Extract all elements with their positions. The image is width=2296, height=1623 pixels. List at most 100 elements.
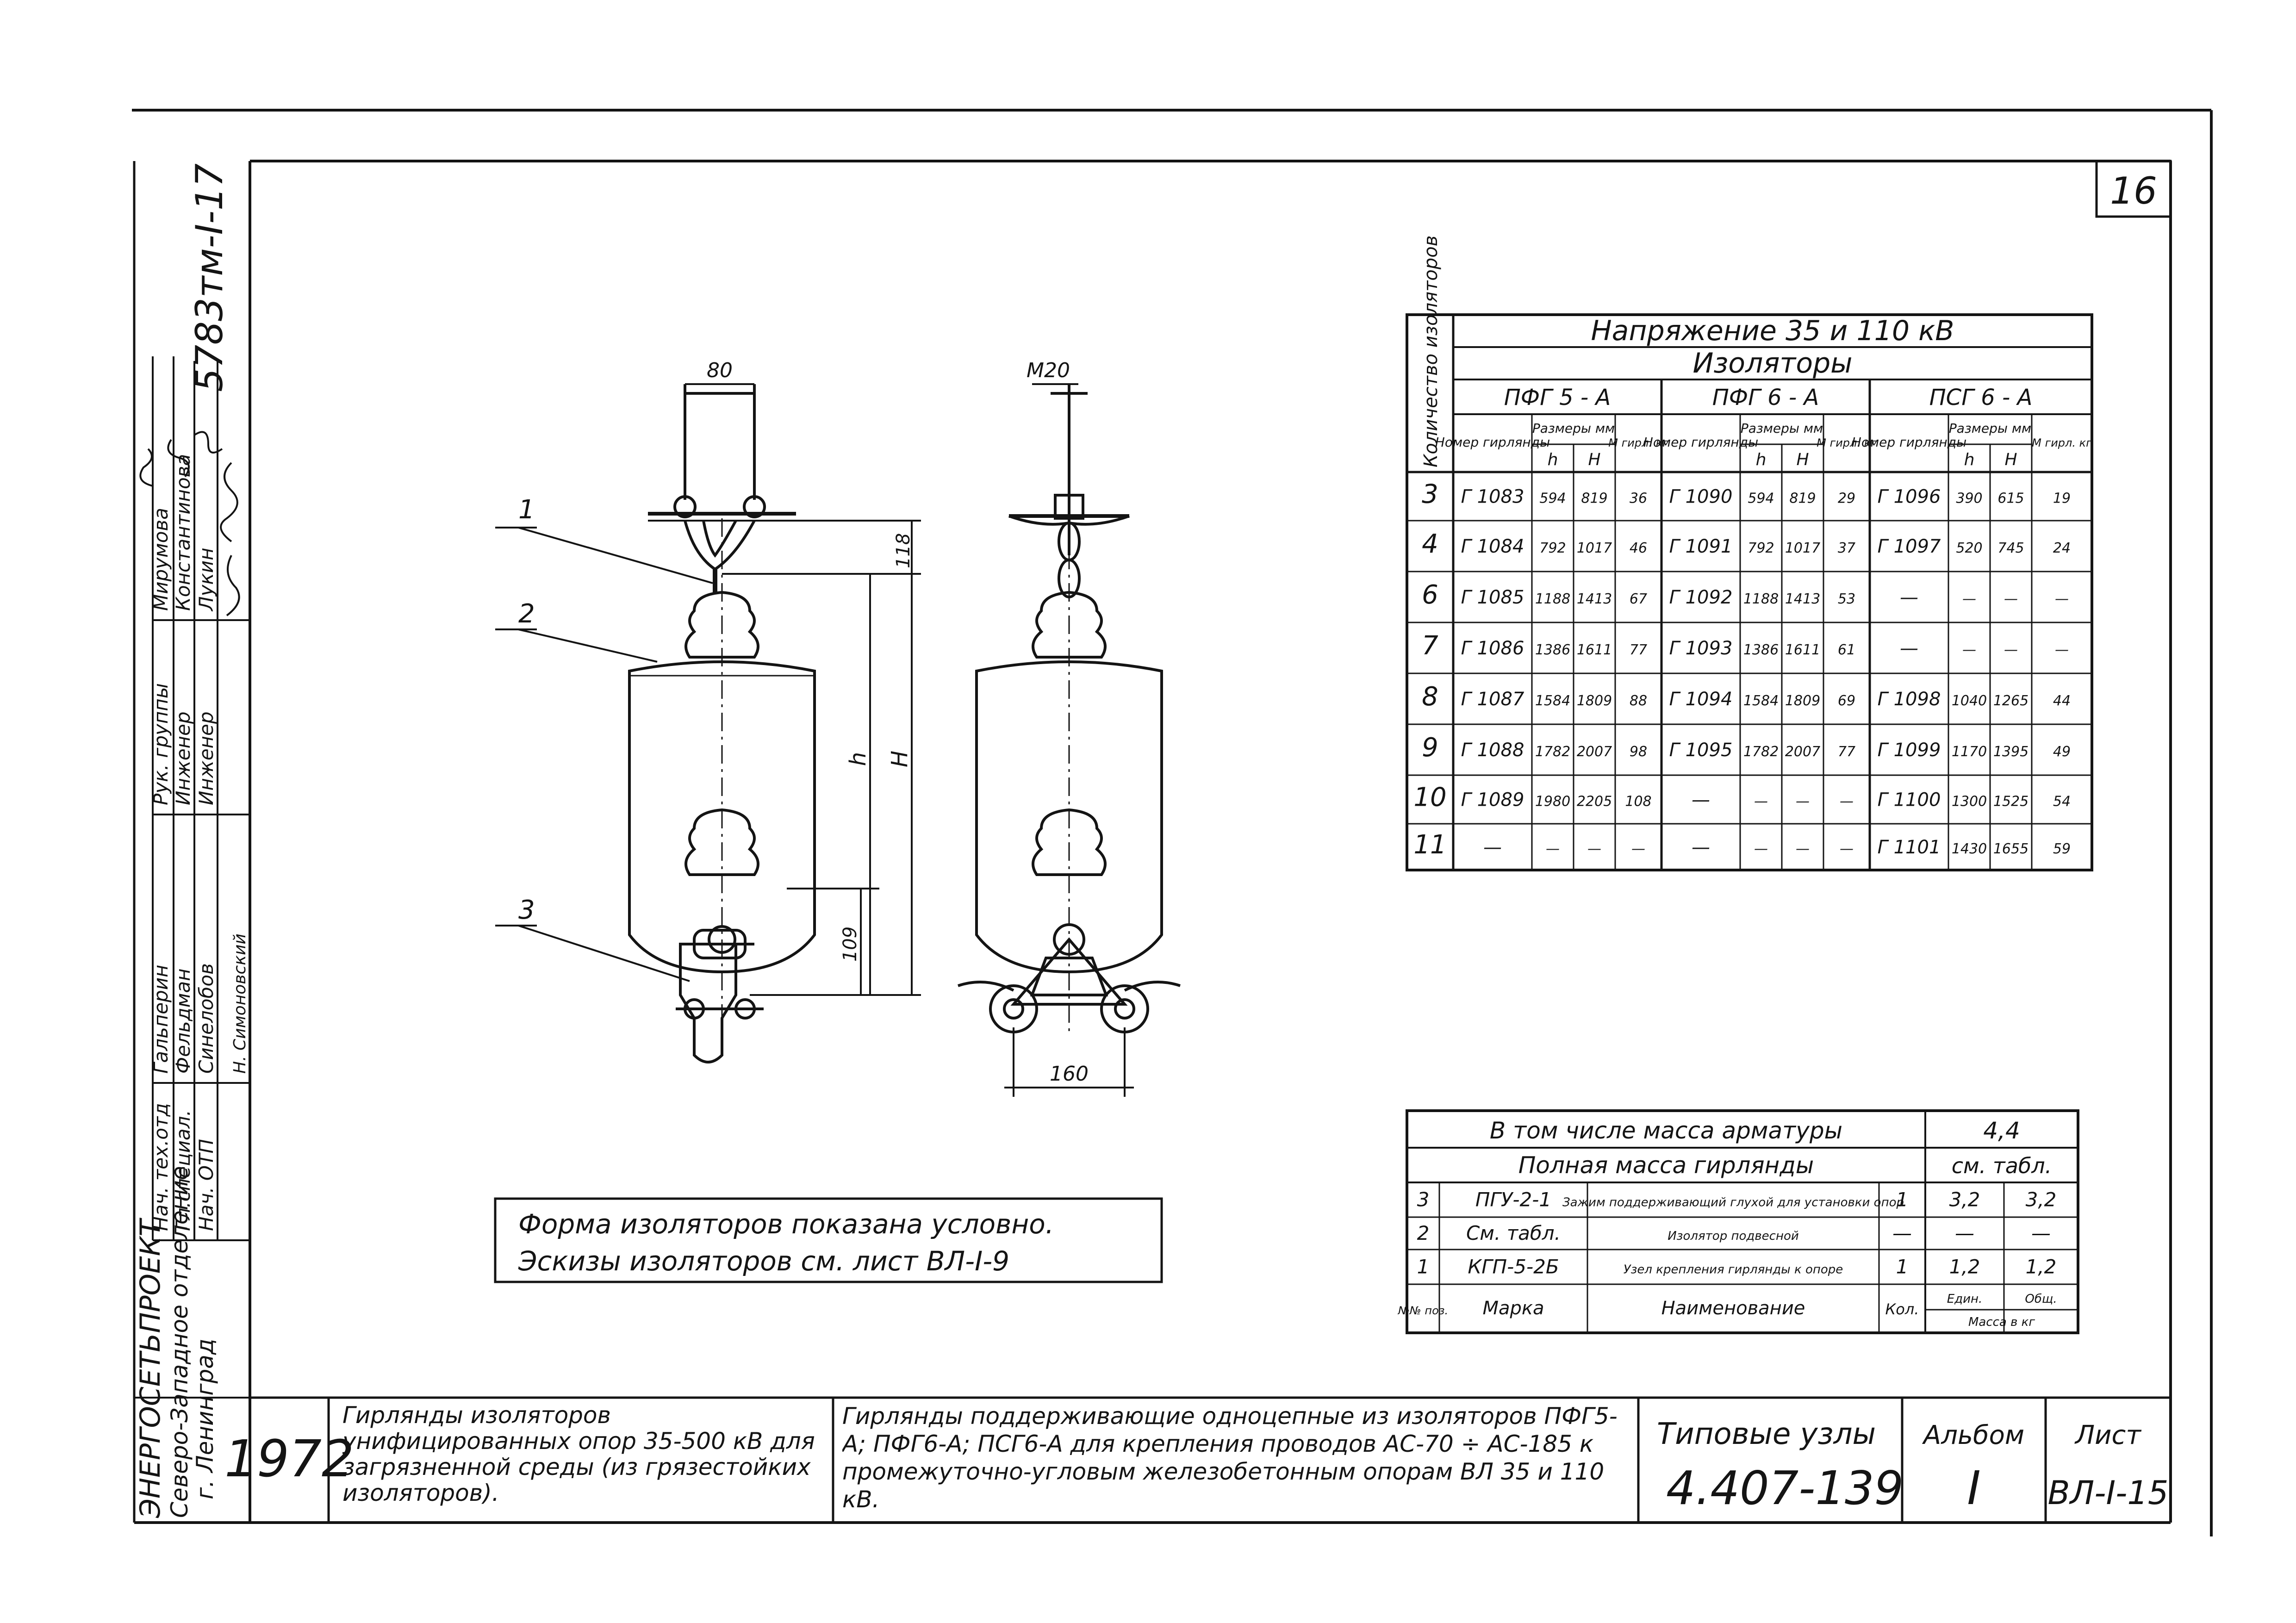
side-stamp-role: Инженер	[195, 711, 218, 805]
spec-cell: Зажим поддерживающий глухой для установк…	[1562, 1196, 1904, 1210]
insulator-string-side-view	[958, 384, 1181, 1033]
main-table-grid	[1406, 313, 2093, 871]
table-cell: 2007	[1577, 744, 1612, 760]
table-cell: 819	[1581, 491, 1607, 507]
sheet-value: ВЛ-I-15	[2048, 1474, 2169, 1512]
position-label-3: 3	[518, 895, 535, 925]
table-cell: 1980	[1535, 794, 1570, 810]
table-cell: 594	[1748, 491, 1774, 507]
table-cell: —	[2004, 642, 2018, 658]
table-cell: 77	[1630, 642, 1647, 658]
dim-m20: М20	[1027, 359, 1070, 382]
album-value: I	[1967, 1461, 1981, 1515]
insulator-string-front-view	[628, 384, 816, 1063]
table-cell: 44	[2053, 693, 2071, 709]
table-cell: —	[1840, 841, 1854, 857]
spec-cell: —	[1955, 1222, 1974, 1244]
insulator-count-cell: 6	[1422, 580, 1438, 610]
table-cell: Г 1085	[1461, 587, 1524, 608]
spec-header-mark: Марка	[1482, 1298, 1544, 1319]
col-h: h	[1964, 450, 1975, 469]
org-name: ЭНЕРГОСЕТЬПРОЕКТ	[134, 1218, 167, 1518]
table-cell: 792	[1748, 540, 1774, 556]
spec-header-mass-in-kg: Масса в кг	[1968, 1315, 2035, 1329]
table-cell: 1017	[1785, 540, 1820, 556]
table-cell: 1395	[1993, 744, 2028, 760]
title-block-frame	[250, 1396, 2171, 1523]
table-cell: —	[1587, 841, 1601, 857]
table-cell: 2205	[1577, 794, 1612, 810]
front-dimensions	[495, 383, 921, 996]
table-cell: —	[1796, 841, 1810, 857]
table-cell: Г 1088	[1461, 740, 1524, 761]
series-label: Типовые узлы	[1657, 1417, 1876, 1451]
group-header: ПФГ 6 - А	[1712, 385, 1819, 410]
fitting-mass-label: В том числе масса арматуры	[1490, 1117, 1842, 1144]
spec-cell: Узел крепления гирлянды к опоре	[1624, 1263, 1843, 1277]
dim-109: 109	[840, 927, 861, 962]
table-cell: 1782	[1743, 744, 1779, 760]
sheet-label: Лист	[2074, 1420, 2141, 1450]
spec-cell: 1	[1896, 1256, 1909, 1278]
table-cell: —	[1692, 790, 1710, 811]
table-subtitle: Изоляторы	[1692, 347, 1852, 379]
side-stamp-frame	[134, 356, 250, 1399]
dim-80: 80	[707, 359, 733, 382]
table-cell: Г 1087	[1461, 689, 1524, 710]
table-cell: Г 1096	[1878, 486, 1941, 508]
table-cell: 61	[1838, 642, 1855, 658]
total-mass-value: см. табл.	[1952, 1153, 2052, 1178]
table-cell: —	[1483, 837, 1502, 858]
dim-160: 160	[1050, 1062, 1089, 1086]
table-cell: Г 1089	[1461, 790, 1524, 811]
spec-table-headers: №№ поз. Марка Наименование Кол. Един. Об…	[1397, 1292, 2057, 1329]
table-column-headers: Номер гирлянды Размеры мм h H М гирл. кг…	[1435, 421, 2092, 469]
spec-cell: 3	[1417, 1188, 1430, 1211]
insulator-count-cell: 7	[1422, 631, 1438, 661]
table-cell: Г 1098	[1878, 689, 1941, 710]
table-cell: 69	[1838, 693, 1855, 709]
spec-cell: ПГУ-2-1	[1475, 1188, 1551, 1211]
org-city: г. Ленинград	[192, 1338, 218, 1499]
table-cell: 1809	[1577, 693, 1612, 709]
note-line-1: Форма изоляторов показана условно.	[518, 1208, 1054, 1240]
table-cell: —	[1900, 587, 1918, 608]
side-stamp-initial: Н. Симоновский	[230, 933, 249, 1074]
table-cell: 594	[1539, 491, 1566, 507]
spec-header-qty: Кол.	[1885, 1300, 1919, 1318]
album-label: Альбом	[1922, 1420, 2024, 1450]
col-number: Номер гирлянды	[1435, 435, 1550, 450]
table-cell: 1040	[1952, 693, 1987, 709]
table-cell: Г 1083	[1461, 486, 1524, 508]
table-cell: 2007	[1785, 744, 1820, 760]
table-cell: 1170	[1952, 744, 1987, 760]
spec-table-grid	[1406, 1109, 2079, 1334]
table-cell: 1300	[1952, 794, 1987, 810]
table-cell: —	[1796, 794, 1810, 810]
table-cell: 24	[2053, 540, 2071, 556]
table-cell: 1525	[1993, 794, 2028, 810]
total-mass-label: Полная масса гирлянды	[1518, 1152, 1814, 1179]
side-stamp-role: Нач. тех.отд	[149, 1103, 172, 1231]
table-cell: 1413	[1785, 591, 1820, 607]
dim-118: 118	[893, 533, 914, 568]
signature-scribbles	[139, 431, 240, 616]
table-cell: —	[1754, 794, 1768, 810]
table-cell: 1430	[1952, 841, 1987, 857]
table-cell: 36	[1630, 491, 1647, 507]
table-cell: 792	[1539, 540, 1566, 556]
table-cell: 1413	[1577, 591, 1612, 607]
table-cell: —	[2055, 591, 2069, 607]
col-mass: М гирл. кг	[2032, 436, 2092, 449]
group-header: ПФГ 5 - А	[1504, 385, 1611, 410]
spec-header-name: Наименование	[1661, 1298, 1805, 1319]
table-cell: 67	[1630, 591, 1647, 607]
insulator-count-cell: 10	[1413, 783, 1446, 813]
side-stamp-name: Гальперин	[149, 965, 172, 1074]
position-label-1: 1	[518, 495, 535, 525]
side-stamp-name: Синелобов	[195, 963, 218, 1074]
col-sizes: Размеры мм	[1532, 421, 1615, 436]
table-cell: 1611	[1785, 642, 1820, 658]
